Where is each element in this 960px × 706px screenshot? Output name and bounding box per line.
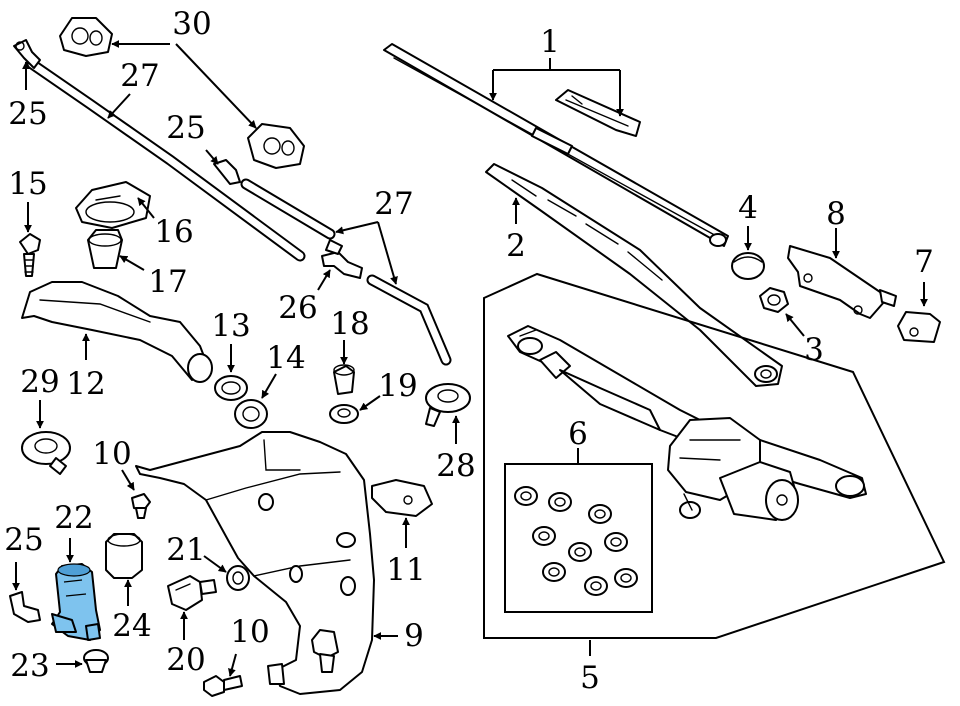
callout-10-upper: 10 xyxy=(92,436,131,472)
filler-seal-ring xyxy=(214,375,248,401)
wiper-blade-insert xyxy=(555,89,641,137)
reservoir-filler-tube xyxy=(21,281,213,383)
washer-pump[interactable] xyxy=(51,563,101,641)
callout-9: 9 xyxy=(404,618,424,654)
washer-nozzle-upper xyxy=(59,17,113,57)
filler-cap xyxy=(75,181,151,229)
callout-25-lower: 25 xyxy=(4,522,43,558)
callout-11: 11 xyxy=(386,552,425,588)
callout-12: 12 xyxy=(66,366,105,402)
linkage-group-outline xyxy=(483,272,946,639)
grommet-kit xyxy=(514,486,638,596)
arm-cap xyxy=(731,252,765,280)
callout-27-left: 27 xyxy=(120,58,159,94)
bolt-10-lower xyxy=(203,675,243,697)
callout-7: 7 xyxy=(914,244,934,280)
callout-29: 29 xyxy=(20,364,59,400)
callout-25-center: 25 xyxy=(166,110,205,146)
callout-24: 24 xyxy=(112,608,151,644)
hose-y-connector xyxy=(321,239,363,279)
filler-neck-seal xyxy=(87,229,123,269)
washer-hose-right xyxy=(366,274,452,366)
linkage-bracket xyxy=(787,245,897,319)
callout-14: 14 xyxy=(266,340,305,376)
pump-grommet-29 xyxy=(21,431,71,475)
leader-lines xyxy=(12,40,928,677)
callout-30: 30 xyxy=(172,6,211,42)
washer-reservoir xyxy=(135,431,375,695)
callout-5: 5 xyxy=(580,660,600,696)
level-sensor xyxy=(167,575,217,611)
wiper-blade xyxy=(383,43,729,247)
callout-4: 4 xyxy=(738,190,758,226)
callout-8: 8 xyxy=(826,196,846,232)
callout-22: 22 xyxy=(54,500,93,536)
callout-16: 16 xyxy=(154,214,193,250)
wiper-motor xyxy=(667,417,799,521)
washer-nozzle-lower xyxy=(247,123,305,169)
callout-25-top: 25 xyxy=(8,96,47,132)
pump-cap-23 xyxy=(83,649,109,673)
arm-nut xyxy=(759,287,789,313)
bolt xyxy=(19,233,41,277)
pump-grommet-28 xyxy=(425,383,471,427)
callout-28: 28 xyxy=(436,448,475,484)
grommet-large xyxy=(234,399,268,429)
wiper-arm xyxy=(485,163,783,387)
callout-6: 6 xyxy=(568,416,588,452)
callout-15: 15 xyxy=(8,166,47,202)
callout-13: 13 xyxy=(211,308,250,344)
pump-seal-24 xyxy=(105,533,143,579)
callout-19: 19 xyxy=(378,368,417,404)
callout-17: 17 xyxy=(148,264,187,300)
grommet-18 xyxy=(333,364,355,395)
callout-21: 21 xyxy=(166,532,205,568)
callout-labels: 1 2 3 4 5 6 7 8 9 10 10 11 12 13 14 15 1… xyxy=(4,6,934,696)
callout-3: 3 xyxy=(804,332,824,368)
callout-18: 18 xyxy=(330,306,369,342)
sensor-grommet xyxy=(226,565,250,591)
reservoir-bracket xyxy=(371,479,433,517)
hose-elbow-center xyxy=(213,159,241,185)
bolt-10-upper xyxy=(131,493,151,519)
callout-2: 2 xyxy=(506,228,526,264)
callout-10-lower: 10 xyxy=(230,614,269,650)
callout-26: 26 xyxy=(278,290,317,326)
callout-23: 23 xyxy=(10,648,49,684)
callout-20: 20 xyxy=(166,642,205,678)
small-bracket xyxy=(897,311,941,343)
callout-1: 1 xyxy=(540,24,560,60)
hose-elbow-lower-left xyxy=(9,591,41,623)
hose-elbow-top-left xyxy=(13,39,41,69)
washer-hose-left xyxy=(26,58,306,262)
washer-hose-middle xyxy=(240,178,336,240)
grommet-19 xyxy=(329,404,359,424)
callout-27-right: 27 xyxy=(374,186,413,222)
